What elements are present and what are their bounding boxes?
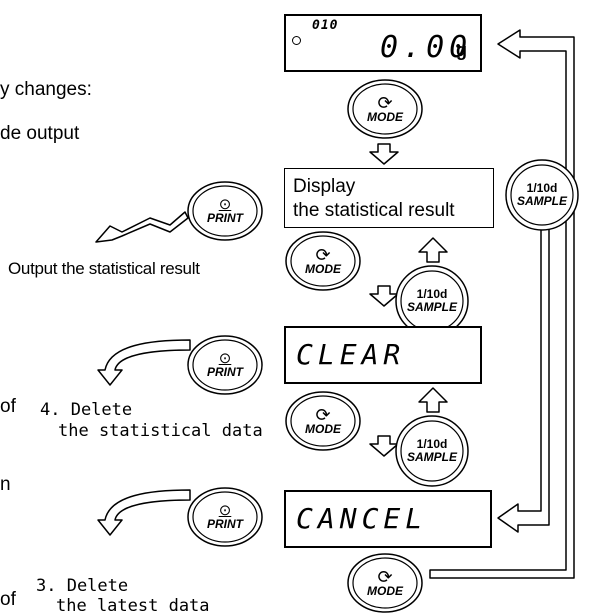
weight-value: 0.00 (380, 30, 473, 65)
print-icon: ⊙ (218, 502, 232, 519)
sample-label-top: 1/10d (416, 287, 448, 301)
cycle-icon: ⟳ (315, 404, 331, 425)
print-label: PRINT (207, 211, 243, 225)
output-stat-label: Output the statistical result (8, 259, 200, 278)
mode-label: MODE (367, 583, 403, 598)
mode-label: MODE (305, 421, 341, 436)
clear-display: CLEAR (284, 326, 482, 384)
mode-label: MODE (305, 261, 341, 276)
loop-return-arrow (429, 29, 575, 579)
clear-text: CLEAR (296, 338, 406, 371)
intro-line2: de output (0, 123, 80, 144)
intro-line1: y changes: (0, 79, 92, 100)
lightning-arrow (95, 211, 189, 243)
cycle-icon: ⟳ (377, 566, 393, 587)
down-arrow-1 (369, 143, 399, 165)
mode-button[interactable]: ⟳ MODE (346, 78, 424, 140)
mode-button[interactable]: ⟳ MODE (346, 552, 424, 614)
mode-label: MODE (367, 109, 403, 124)
up-arrow-1 (418, 237, 448, 263)
statistical-result-display: Display the statistical result (284, 168, 494, 228)
cycle-icon: ⟳ (315, 244, 331, 265)
sample-label-top: 1/10d (526, 181, 558, 195)
print-icon: ⊙ (218, 196, 232, 213)
sample-label-top: 1/10d (416, 437, 448, 451)
print-icon: ⊙ (218, 350, 232, 367)
intro-of-1: of (0, 396, 16, 417)
intro-n-1: n (0, 474, 11, 495)
sample-to-cancel-arrow (497, 213, 550, 533)
cancel-text: CANCEL (296, 502, 428, 535)
print-label: PRINT (207, 365, 243, 379)
print-to-output-arrow (97, 339, 191, 386)
mode-button[interactable]: ⟳ MODE (284, 230, 362, 292)
unit-label: g (456, 40, 467, 60)
up-arrow-2 (418, 387, 448, 413)
sample-button[interactable]: 1/10d SAMPLE (394, 414, 470, 488)
print-button[interactable]: ⊙ PRINT (186, 334, 264, 396)
print-label: PRINT (207, 517, 243, 531)
step4-line1: 4. Delete (40, 400, 133, 420)
top-display: 010 0.00 g (284, 14, 482, 72)
stat-line1: Display (293, 176, 356, 197)
sample-label-bottom: SAMPLE (516, 194, 567, 208)
sample-label-bottom: SAMPLE (406, 450, 457, 464)
print-button[interactable]: ⊙ PRINT (186, 486, 264, 548)
step3-line1: 3. Delete (36, 576, 129, 596)
down-arrow-3 (369, 435, 399, 457)
sample-button[interactable]: 1/10d SAMPLE (394, 264, 470, 338)
stat-line2: the statistical result (293, 200, 455, 221)
print-button[interactable]: ⊙ PRINT (186, 180, 264, 242)
down-arrow-2 (369, 285, 399, 307)
sample-label-bottom: SAMPLE (406, 300, 457, 314)
sample-button[interactable]: 1/10d SAMPLE (504, 158, 580, 232)
intro-of-2: of (0, 589, 16, 610)
mode-button[interactable]: ⟳ MODE (284, 390, 362, 452)
cycle-icon: ⟳ (377, 92, 393, 113)
step4-line2: the statistical data (58, 421, 263, 441)
cancel-display: CANCEL (284, 490, 492, 548)
step3-line2: the latest data (56, 596, 210, 616)
print-to-output-arrow-2 (97, 489, 191, 536)
sample-count: 010 (312, 18, 339, 33)
stable-indicator-dot (292, 36, 301, 45)
